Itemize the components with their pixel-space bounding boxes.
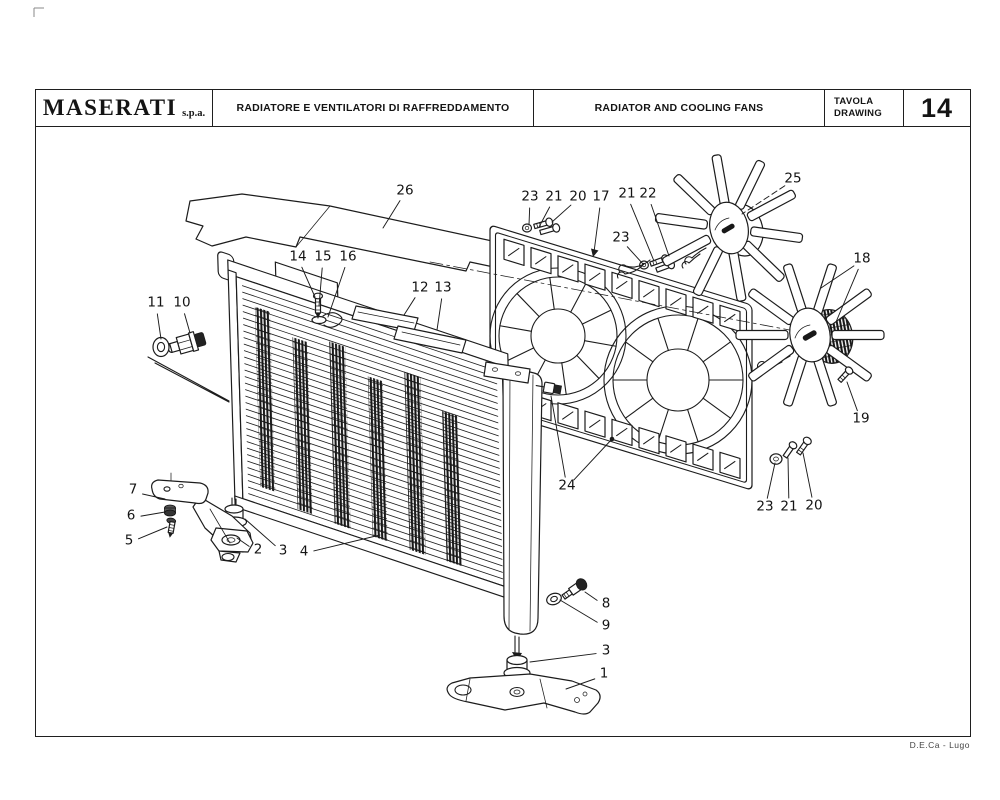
drain-washer <box>546 592 562 606</box>
callout-leader <box>584 591 598 601</box>
callout-leader <box>382 200 401 229</box>
callout-leader <box>538 206 551 228</box>
callout-label: 8 <box>602 596 611 612</box>
thermo-switch <box>535 381 562 395</box>
callout-label: 20 <box>805 498 822 514</box>
callout-leader <box>846 381 858 412</box>
callout-leader <box>236 537 250 547</box>
callout-label: 23 <box>756 499 773 515</box>
callout-label: 19 <box>852 411 869 427</box>
callout-leader <box>137 526 168 540</box>
callout-leader <box>787 457 790 499</box>
callout-leader <box>436 298 443 331</box>
callout-leader <box>565 678 596 690</box>
callout-leader <box>820 265 855 289</box>
callout-leader <box>626 246 644 265</box>
callout-label: 26 <box>396 183 413 199</box>
fan-blades <box>654 154 804 302</box>
bracket-nut <box>164 504 176 517</box>
callout-label: 3 <box>279 543 288 559</box>
assembly-centerline <box>429 261 801 333</box>
scan-registration-mark <box>33 7 44 17</box>
callout-leader <box>318 267 323 307</box>
callout-leader <box>184 313 191 334</box>
callout-label: 18 <box>853 251 870 267</box>
callout-leader <box>403 297 416 316</box>
callout-label: 21 <box>545 189 562 205</box>
callout-leader <box>650 204 670 257</box>
shroud-screw-set-top <box>521 217 561 236</box>
callout-leader <box>528 207 531 226</box>
callout-label: 24 <box>558 478 575 494</box>
callout-label: 23 <box>612 230 629 246</box>
mounting-plate-13 <box>393 325 467 354</box>
callout-leader <box>741 185 786 215</box>
callout-leader <box>550 395 566 478</box>
temp-sensor <box>167 331 207 355</box>
callout-leader <box>301 266 316 298</box>
callout-label: 1 <box>600 666 609 682</box>
callout-label: 21 <box>780 499 797 515</box>
callout-label: 15 <box>314 249 331 265</box>
callout-label: 11 <box>147 295 164 311</box>
callout-label: 13 <box>434 280 451 296</box>
bracket-bolt <box>166 517 177 538</box>
callout-label: 5 <box>125 533 134 549</box>
callout-label: 22 <box>639 186 656 202</box>
callout-leader <box>802 452 813 498</box>
callout-leader <box>529 653 597 663</box>
callout-leader <box>559 599 598 623</box>
callout-label: 16 <box>339 249 356 265</box>
callout-label: 9 <box>602 618 611 634</box>
callout-label: 14 <box>289 249 306 265</box>
callout-leader <box>766 462 776 499</box>
callout-label: 2 <box>254 542 263 558</box>
callout-leader <box>140 511 166 517</box>
callout-leader <box>313 534 381 552</box>
callout-leader <box>156 313 162 340</box>
callout-label: 21 <box>618 186 635 202</box>
callout-leader <box>244 518 276 547</box>
callout-label: 25 <box>784 171 801 187</box>
callout-label: 10 <box>173 295 190 311</box>
fan-blades <box>735 263 885 407</box>
callout-label: 12 <box>411 280 428 296</box>
printer-credit: D.E.Ca - Lugo <box>909 740 970 750</box>
callout-leader <box>835 268 859 323</box>
callout-label: 17 <box>592 189 609 205</box>
callout-label: 4 <box>300 544 309 560</box>
lower-mount-pin <box>514 635 520 654</box>
cooling-fan-upper <box>654 154 804 302</box>
left-mount-bracket <box>151 479 254 563</box>
radiator-right-tank <box>483 361 543 661</box>
bottom-mount-bracket <box>446 673 601 715</box>
callout-label: 7 <box>129 482 138 498</box>
callout-label: 3 <box>602 643 611 659</box>
callout-label: 20 <box>569 189 586 205</box>
radiator-top-mount-pad <box>483 361 531 384</box>
callout-leader <box>630 203 655 262</box>
callout-leader <box>551 204 572 223</box>
radiator-fins <box>254 306 462 567</box>
cooling-fan-lower <box>735 263 885 407</box>
shroud-screw-set-bottom-right <box>769 436 812 465</box>
drain-tap <box>561 578 588 600</box>
callout-leader <box>593 207 601 253</box>
callout-leader <box>573 438 613 481</box>
shroud-vents <box>503 238 741 480</box>
fan-hub-screw <box>837 366 854 383</box>
callout-leader <box>327 267 346 318</box>
callout-leader <box>142 493 166 500</box>
callout-label: 23 <box>521 189 538 205</box>
sensor-washer <box>147 336 230 403</box>
callout-label: 6 <box>127 508 136 524</box>
cap-retainer-hook <box>322 312 343 328</box>
leader-arrowhead <box>591 248 599 257</box>
